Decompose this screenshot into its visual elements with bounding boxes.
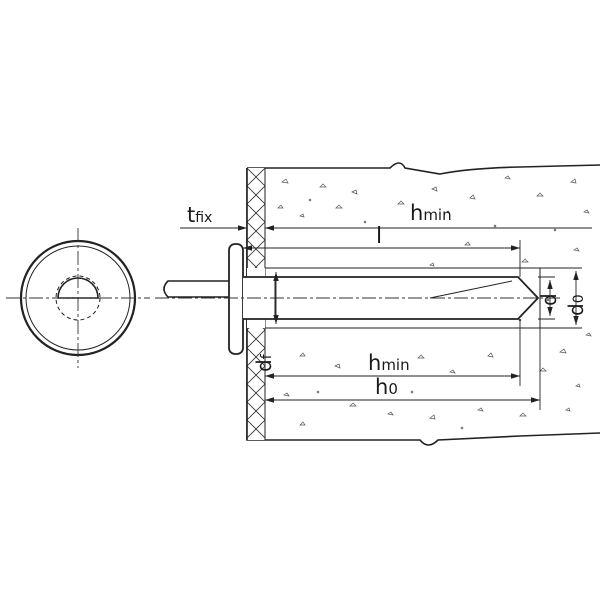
front-view [6,228,150,368]
head-half-disc [57,277,99,299]
df-label: df [252,353,276,372]
l-label: l [376,224,382,249]
hmin-bottom-label: hmin [368,351,410,375]
nail-pin [163,280,232,298]
hmin-top-label: hmin [410,201,452,225]
concrete-outline [246,162,600,446]
h0-label: h0 [375,375,398,399]
concrete-base [246,162,600,446]
dimensions: tfix hmin l d d0 df [180,201,592,440]
d0-label: d0 [564,294,588,316]
d-label: d [537,293,561,306]
sleeve-wedge [429,280,513,299]
concrete-specks [277,175,592,430]
anchor-side-view [155,243,560,355]
tfix-label: tfix [187,203,212,227]
washer-side [228,243,244,355]
